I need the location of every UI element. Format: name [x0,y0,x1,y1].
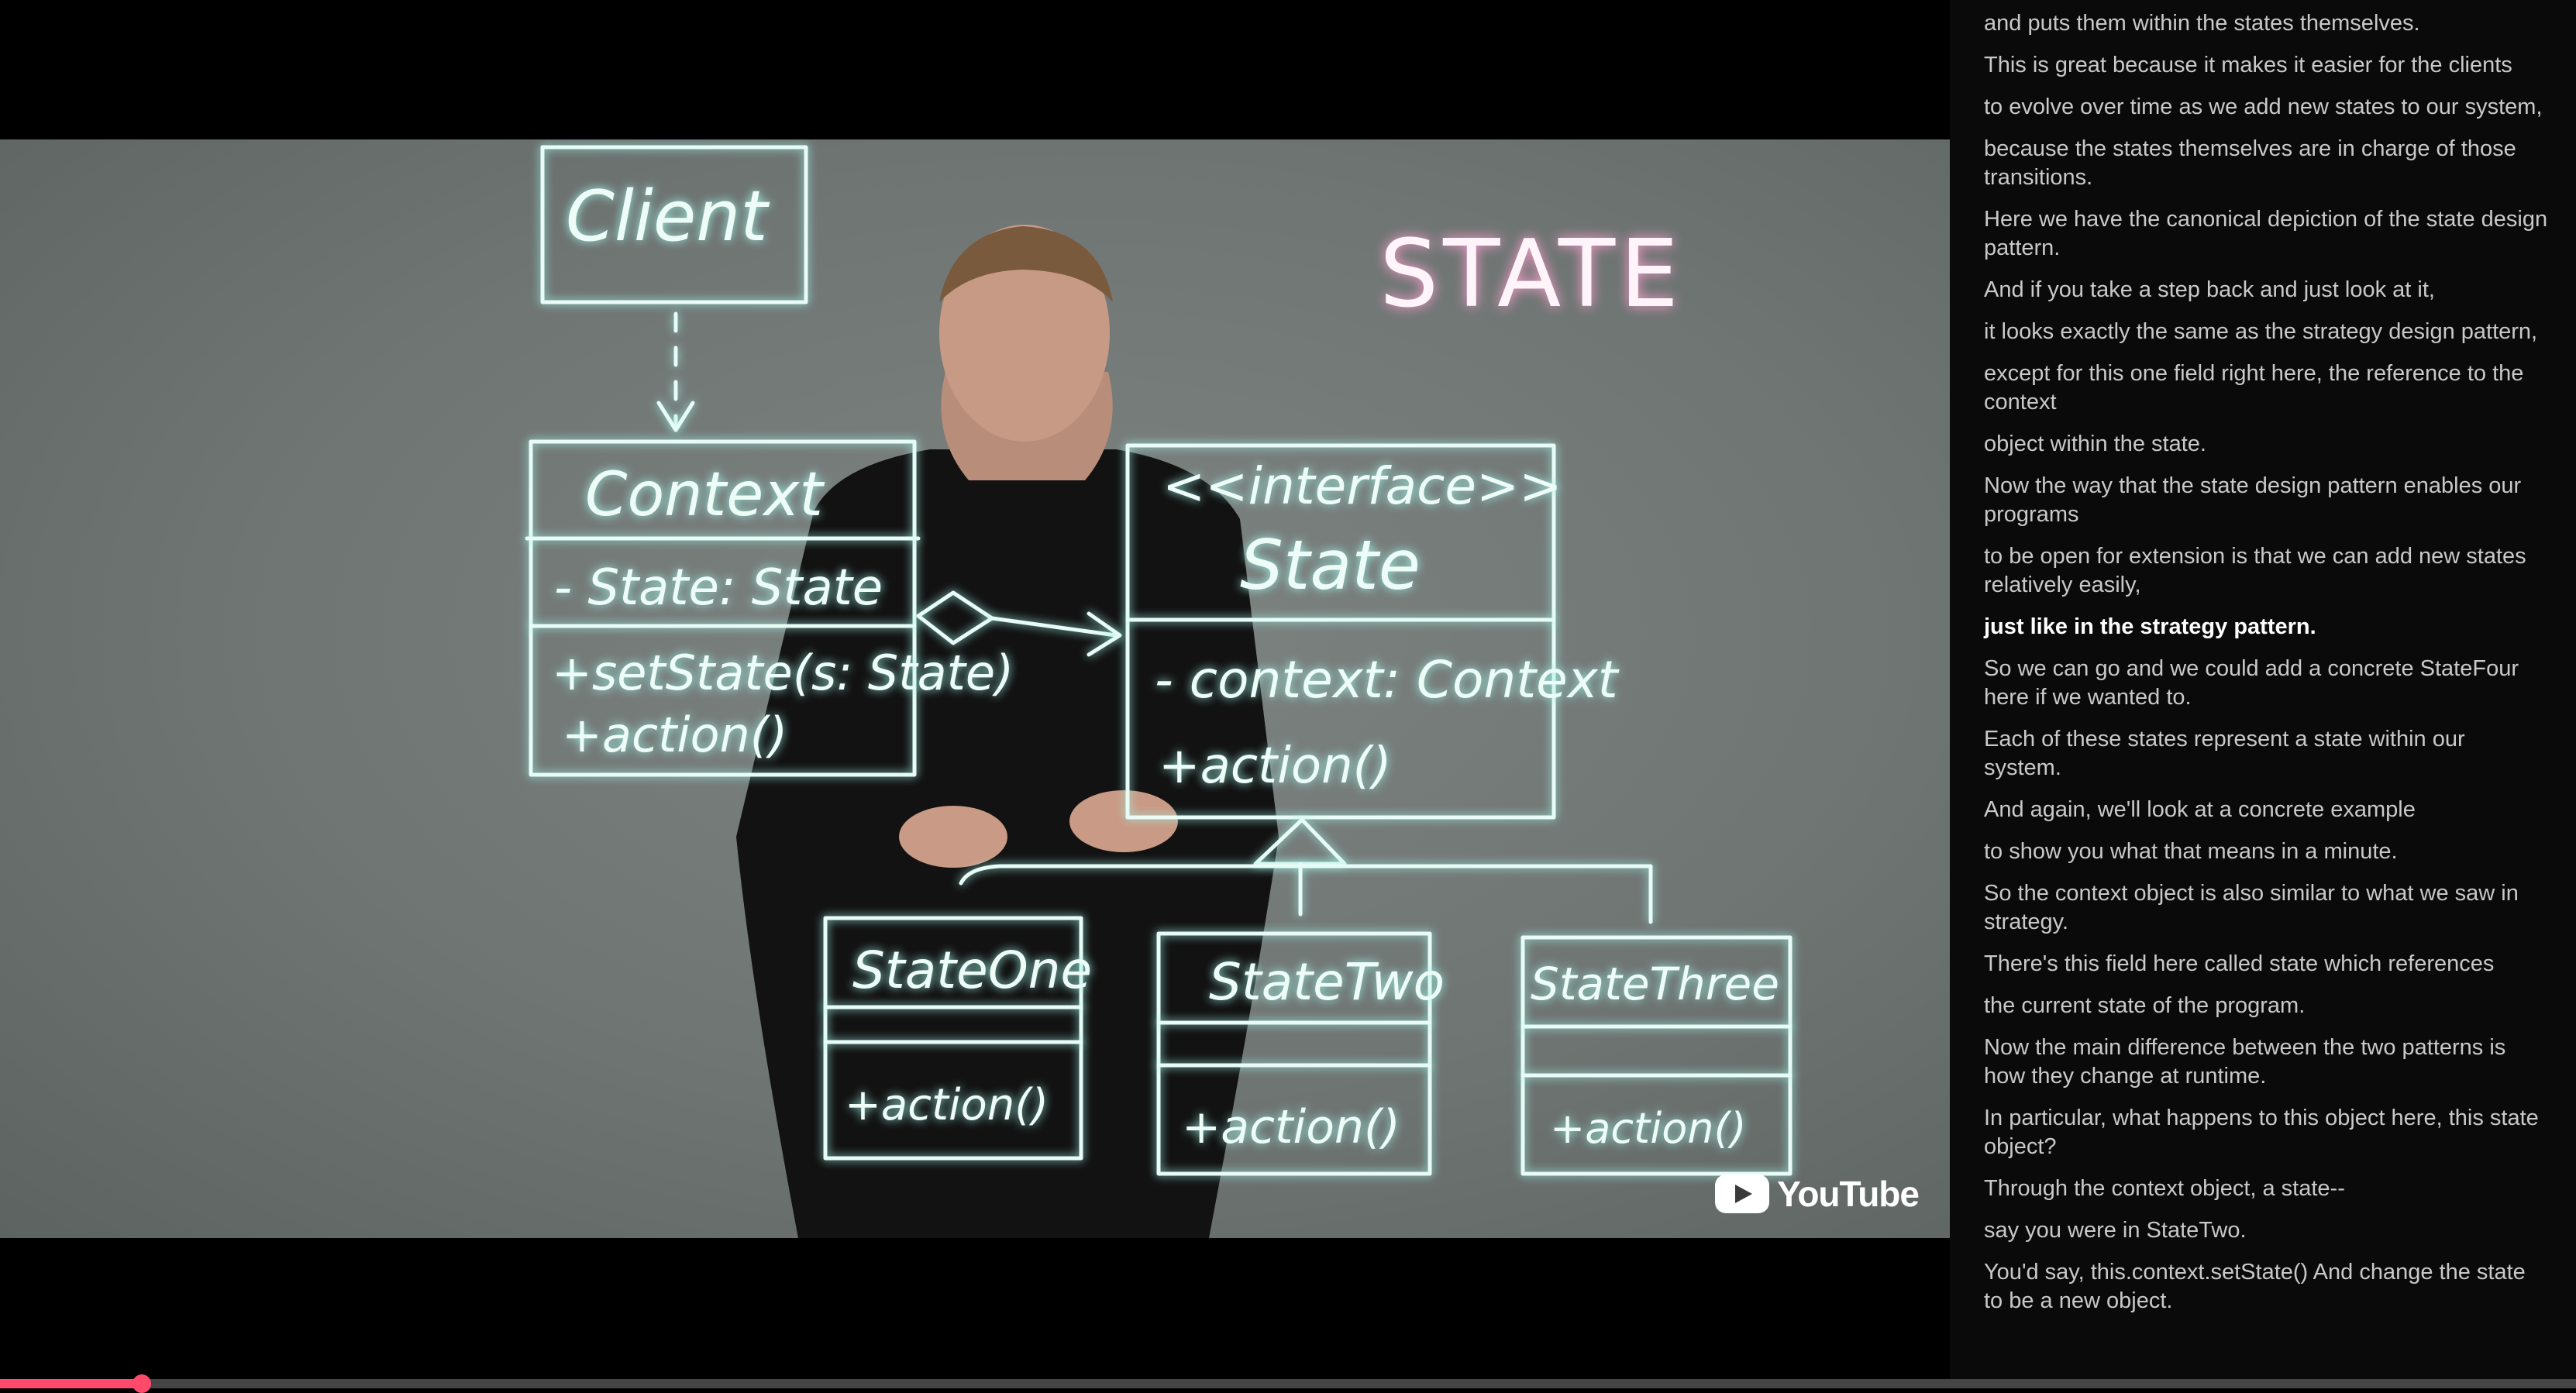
state-one-box [823,916,1083,1161]
transcript-line[interactable]: say you were in StateTwo. [1984,1218,2247,1243]
state-interface-box [1125,443,1556,820]
transcript-line[interactable]: because the states themselves are in cha… [1984,136,2516,190]
state-one-name: StateOne [852,941,1092,1000]
transcript-line[interactable]: There's this field here called state whi… [1984,951,2495,976]
transcript-line[interactable]: So the context object is also similar to… [1984,881,2519,934]
transcript-line[interactable]: Here we have the canonical depiction of … [1984,207,2548,260]
context-box [529,439,917,777]
progress-bar[interactable] [0,1374,2576,1393]
transcript-line[interactable]: You'd say, this.context.setState() And c… [1984,1260,2526,1313]
diagram-title: STATE [1379,221,1683,328]
context-method-setstate: +setState(s: State) [552,645,1014,701]
state-stereotype: <<interface>> [1162,456,1562,516]
video-player[interactable]: STATE Client Context - State: State +set… [0,0,1950,1388]
transcript-line[interactable]: In particular, what happens to this obje… [1984,1106,2539,1159]
context-field: - State: State [554,559,883,617]
state-method: +action() [1159,738,1392,795]
state-two-method: +action() [1182,1100,1400,1154]
transcript-line[interactable]: to be open for extension is that we can … [1984,544,2526,597]
inheritance-triangle [1253,817,1347,866]
transcript-line[interactable]: And again, we'll look at a concrete exam… [1984,797,2416,822]
state-two-box [1156,931,1432,1176]
youtube-play-icon [1715,1175,1770,1213]
youtube-watermark[interactable]: YouTube [1715,1173,1920,1215]
context-method-action: +action() [562,707,787,763]
state-one-method: +action() [845,1080,1049,1130]
inheritance-connector [959,862,1653,924]
lightboard-diagram: STATE Client Context - State: State +set… [525,145,1793,1176]
transcript-line[interactable]: and puts them within the states themselv… [1984,11,2420,36]
transcript-line[interactable]: just like in the strategy pattern. [1984,614,2316,639]
state-field: - context: Context [1155,650,1620,710]
client-box [540,145,808,304]
transcript-line[interactable]: Through the context object, a state-- [1984,1176,2345,1201]
client-label: Client [566,176,770,257]
context-name: Context [585,460,825,530]
association-line [990,616,1118,638]
transcript-list: and puts them within the states themselv… [1950,0,2576,1316]
aggregation-diamond [916,590,994,645]
transcript-line[interactable]: And if you take a step back and just loo… [1984,277,2435,302]
transcript-line[interactable]: So we can go and we could add a concrete… [1984,656,2519,710]
state-name: State [1240,525,1421,605]
state-three-box [1520,935,1793,1176]
state-three-method: +action() [1550,1104,1747,1153]
dependency-arrowhead [656,401,695,432]
transcript-line[interactable]: object within the state. [1984,432,2206,456]
state-two-name: StateTwo [1209,952,1445,1012]
progress-played [0,1379,142,1388]
transcript-line[interactable]: except for this one field right here, th… [1984,361,2524,414]
association-arrowhead [1087,611,1122,657]
transcript-line[interactable]: This is great because it makes it easier… [1984,53,2512,77]
transcript-line[interactable]: it looks exactly the same as the strateg… [1984,319,2538,344]
youtube-brand-label: YouTube [1777,1174,1920,1214]
transcript-line[interactable]: Now the way that the state design patter… [1984,473,2522,527]
transcript-line[interactable]: to show you what that means in a minute. [1984,839,2398,864]
progress-scrubber-handle[interactable] [133,1374,151,1393]
transcript-line[interactable]: Now the main difference between the two … [1984,1035,2506,1089]
transcript-line[interactable]: Each of these states represent a state w… [1984,727,2465,780]
transcript-line[interactable]: to evolve over time as we add new states… [1984,95,2543,119]
transcript-line[interactable]: the current state of the program. [1984,993,2306,1018]
video-frame[interactable]: STATE Client Context - State: State +set… [0,139,1950,1238]
state-three-name: StateThree [1531,958,1779,1010]
transcript-panel[interactable]: and puts them within the states themselv… [1950,0,2576,1379]
